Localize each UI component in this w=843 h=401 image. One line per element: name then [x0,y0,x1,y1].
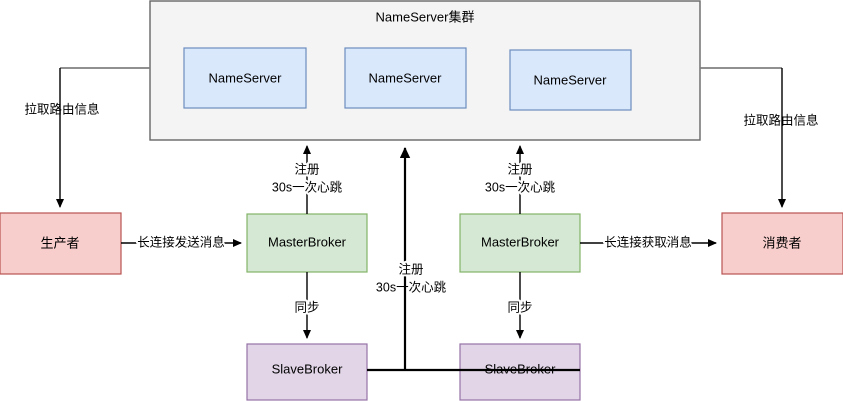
nameserver-node-3-box[interactable] [509,49,632,111]
slave-broker-right-box[interactable] [459,343,581,401]
nameserver-node-3-label: NameServer [534,72,608,87]
nameserver-node-2-label: NameServer [369,70,443,85]
slave-broker-left-box[interactable] [246,343,368,401]
nameserver-node-3[interactable]: NameServer [509,49,632,111]
producer-box[interactable] [0,212,122,275]
slave-broker-left-node[interactable]: SlaveBroker [246,343,368,401]
edge-consumer-pull-route: 拉取路由信息 [700,67,819,208]
nameserver-node-1-label: NameServer [209,70,283,85]
edge-register-left: 注册 30s一次心跳 [270,145,345,214]
consumer-node[interactable]: 消费者 [721,212,843,275]
slave-broker-right-node[interactable]: SlaveBroker [459,343,581,401]
edge-sync-left: 同步 [292,272,322,339]
edge-producer-send: 长连接发送消息 [121,232,242,251]
edge-register-center: 注册 30s一次心跳 [367,147,580,372]
slave-broker-left-label: SlaveBroker [272,361,343,376]
edge-register-center-label-line2: 30s一次心跳 [376,280,447,294]
master-broker-right-node[interactable]: MasterBroker [459,213,581,273]
edge-producer-pull-route: 拉取路由信息 [24,67,150,208]
edge-register-left-label-line2: 30s一次心跳 [272,180,343,194]
nameserver-cluster: NameServer集群 NameServer NameServer NameS… [149,0,701,141]
master-broker-left-box[interactable] [246,213,368,273]
producer-label: 生产者 [40,235,79,250]
edge-producer-send-label: 长连接发送消息 [137,234,225,249]
nameserver-cluster-title: NameServer集群 [376,9,475,24]
producer-node[interactable]: 生产者 [0,212,122,275]
edge-register-right-label-line1: 注册 [507,161,532,176]
consumer-label: 消费者 [762,235,801,250]
edge-consumer-receive-label: 长连接获取消息 [604,234,692,249]
edge-register-right: 注册 30s一次心跳 [483,145,558,214]
master-broker-right-label: MasterBroker [481,234,560,249]
edge-consumer-receive: 长连接获取消息 [580,232,717,251]
nameserver-node-2-box[interactable] [344,47,467,109]
edge-consumer-pull-route-label: 拉取路由信息 [743,112,818,127]
edge-register-right-label-line2: 30s一次心跳 [485,180,556,194]
edge-sync-left-label: 同步 [294,300,319,314]
edge-register-left-label-line1: 注册 [294,161,319,176]
edge-sync-right-label: 同步 [507,300,532,314]
master-broker-left-node[interactable]: MasterBroker [246,213,368,273]
master-broker-left-label: MasterBroker [268,234,347,249]
nameserver-node-2[interactable]: NameServer [344,47,467,109]
nameserver-node-1-box[interactable] [183,47,307,109]
nameserver-node-1[interactable]: NameServer [183,47,307,109]
consumer-box[interactable] [721,212,843,275]
edge-register-center-label-line1: 注册 [398,261,423,276]
edge-producer-pull-route-label: 拉取路由信息 [24,101,99,116]
edge-sync-right: 同步 [505,272,535,339]
